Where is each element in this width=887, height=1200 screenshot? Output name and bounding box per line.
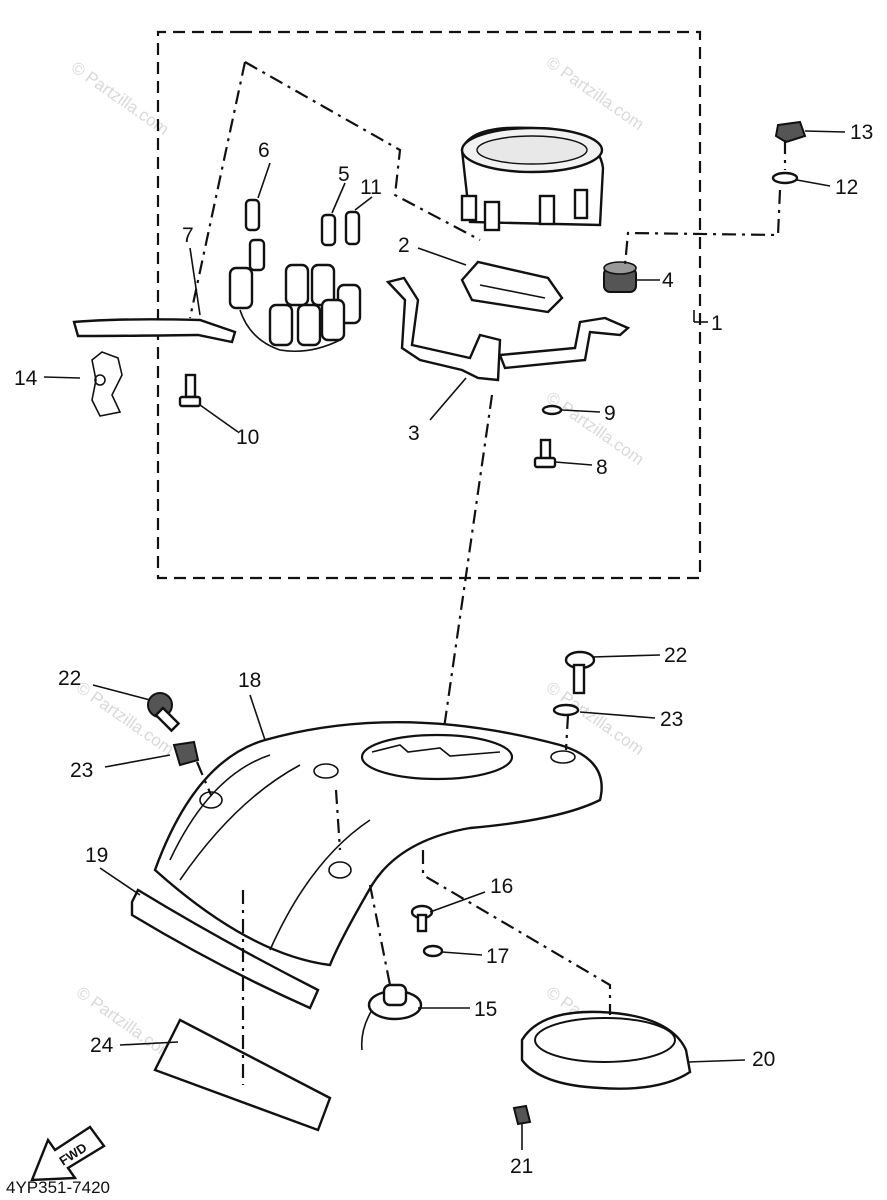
harness-clamp xyxy=(91,351,123,417)
washer-23-left xyxy=(172,740,200,767)
screw-22-right xyxy=(564,650,596,695)
washer-17 xyxy=(422,944,444,958)
bolt-8 xyxy=(533,438,557,469)
callout-1: 1 xyxy=(711,312,723,335)
meter-cushion xyxy=(460,260,564,314)
callout-20: 20 xyxy=(752,1048,775,1071)
callout-16: 16 xyxy=(490,875,513,898)
screw-10 xyxy=(178,373,202,408)
washer-12 xyxy=(771,171,799,185)
callout-22-left: 22 xyxy=(58,667,81,690)
callout-10: 10 xyxy=(236,426,259,449)
callout-17: 17 xyxy=(486,945,509,968)
assembly-boundary xyxy=(156,30,702,580)
callout-6: 6 xyxy=(258,139,270,162)
callouts: 1 2 3 4 5 6 7 8 9 10 11 12 13 14 15 16 1… xyxy=(14,121,873,1178)
watermark: © Partzilla.com xyxy=(73,983,178,1064)
meter-cover xyxy=(153,721,603,967)
callout-2: 2 xyxy=(398,234,410,257)
callout-8: 8 xyxy=(596,456,608,479)
meter-bracket xyxy=(385,276,502,382)
callout-18: 18 xyxy=(238,669,261,692)
washer-9 xyxy=(541,404,563,416)
callout-24: 24 xyxy=(90,1034,114,1057)
watermark: © Partzilla.com xyxy=(543,53,648,134)
washer-23-right xyxy=(552,703,580,717)
callout-7: 7 xyxy=(182,224,194,247)
callout-5: 5 xyxy=(338,163,350,186)
trim-strip xyxy=(130,888,320,1010)
indicator-grommet-15 xyxy=(360,983,423,1051)
callout-19: 19 xyxy=(85,844,108,867)
screw-22-left xyxy=(147,692,181,733)
callout-13: 13 xyxy=(850,121,873,144)
callout-14: 14 xyxy=(14,367,38,390)
speedometer-meter xyxy=(460,126,605,232)
screw-16 xyxy=(410,904,434,933)
diagram-code: 4YP351-7420 xyxy=(6,1178,110,1197)
bulb-sockets xyxy=(228,198,362,353)
callout-9: 9 xyxy=(604,402,616,425)
fwd-arrow-icon: FWD xyxy=(30,1125,106,1182)
nut-13 xyxy=(774,120,807,144)
callout-12: 12 xyxy=(835,176,858,199)
callout-23-left: 23 xyxy=(70,759,93,782)
grommet xyxy=(603,261,637,293)
wire-harness xyxy=(72,318,237,344)
watermark: © Partzilla.com xyxy=(68,58,173,139)
leader-lines-upper xyxy=(43,61,846,771)
callout-11: 11 xyxy=(360,176,382,199)
callout-23-right: 23 xyxy=(660,708,683,731)
leader-lines-lower xyxy=(92,654,746,1150)
callout-3: 3 xyxy=(408,422,420,445)
callout-22-right: 22 xyxy=(664,644,687,667)
callout-4: 4 xyxy=(662,269,674,292)
meter-ring xyxy=(520,1010,692,1090)
clip-21 xyxy=(512,1104,532,1126)
callout-15: 15 xyxy=(474,998,497,1021)
callout-21: 21 xyxy=(510,1155,533,1178)
